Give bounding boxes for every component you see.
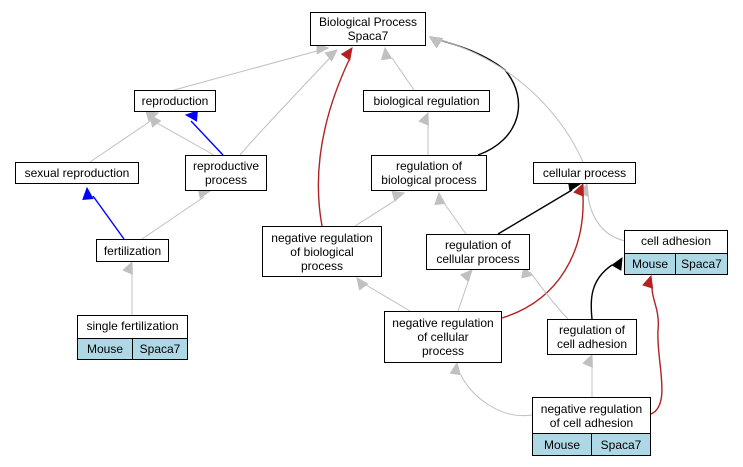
edge-fert-is-a-repprocess	[141, 196, 205, 240]
node-reproductive-process[interactable]: reproductive process	[185, 155, 267, 191]
edge-biolreg-is-a-root-arrowhead	[380, 46, 393, 61]
edge-sexrep-is-a-reproduction-arrowhead	[145, 110, 160, 122]
node-regulation-of-cellular-process[interactable]: regulation of cellular process	[426, 234, 530, 270]
node-label: negative regulation of cell adhesion	[540, 402, 643, 430]
edge-repprocess-is-a-reproduction	[154, 121, 215, 156]
edge-negadh-negreg-celladh	[650, 287, 663, 415]
edge-negadh-is-a-negcell-arrowhead	[449, 361, 461, 376]
node-label: reproduction	[141, 94, 209, 108]
annotation-species-cell[interactable]: Mouse	[532, 433, 592, 456]
edge-regbio-is-a-biolreg-arrowhead	[418, 111, 429, 126]
edge-regcell-regulates-cellproc	[497, 189, 573, 235]
node-label: regulation of cell adhesion	[556, 323, 628, 351]
edge-negcell-is-a-negbio	[365, 284, 411, 312]
species-label: Mouse	[543, 437, 581, 452]
node-negative-regulation-of-biological-process[interactable]: negative regulation of biological proces…	[262, 226, 382, 277]
node-label: biological regulation	[373, 94, 480, 108]
edge-repprocess-is-a-root	[239, 49, 338, 156]
node-label: cellular process	[542, 166, 627, 180]
edge-negcell-is-a-regcell	[457, 281, 469, 312]
edge-negadh-negreg-celladh-arrowhead	[642, 274, 654, 289]
node-label: cell adhesion	[640, 234, 712, 248]
edge-reproduction-is-a-root	[173, 47, 329, 91]
edge-fert-part-of-sexrep	[92, 195, 125, 240]
node-label: Biological Process Spaca7	[318, 15, 418, 43]
node-sexual-reproduction[interactable]: sexual reproduction	[15, 162, 139, 184]
edge-cellproc-is-a-root	[439, 39, 584, 163]
edge-negbio-negreg-root	[317, 57, 351, 227]
edge-regcell-is-a-regbio-arrowhead	[434, 191, 446, 205]
edge-regadh-regulates-celladh	[590, 264, 613, 320]
edge-negbio-is-a-regbio-arrowhead	[391, 190, 406, 202]
edge-negcell-is-a-negbio-arrowhead	[356, 277, 369, 291]
node-regulation-of-cell-adhesion[interactable]: regulation of cell adhesion	[547, 319, 637, 355]
species-label: Mouse	[631, 257, 669, 271]
node-cellular-process[interactable]: cellular process	[533, 162, 636, 184]
node-negative-regulation-of-cellular-process[interactable]: negative regulation of cellular process	[384, 311, 502, 363]
edge-negcell-negreg-cellproc-arrowhead	[573, 182, 584, 197]
species-label: Mouse	[86, 342, 124, 356]
node-label: regulation of cellular process	[436, 238, 520, 266]
edge-single-fert-is-a-fert-arrowhead	[122, 260, 133, 275]
edge-cellproc-is-a-root-arrowhead	[428, 36, 443, 49]
edge-negcell-is-a-regcell-arrowhead	[460, 269, 473, 283]
gene-label: Spaca7	[600, 437, 642, 452]
annotation-gene-cell[interactable]: Spaca7	[591, 433, 651, 456]
node-label: fertilization	[103, 243, 162, 258]
annotation-gene-cell[interactable]: Spaca7	[132, 338, 188, 360]
edge-sexrep-is-a-reproduction	[89, 119, 153, 163]
gene-label: Spaca7	[681, 257, 722, 271]
node-label: sexual reproduction	[24, 166, 130, 180]
annotation-species-cell[interactable]: Mouse	[624, 253, 676, 275]
edge-regadh-is-a-regcell	[529, 271, 569, 320]
gene-label: Spaca7	[139, 342, 181, 356]
node-reproduction[interactable]: reproduction	[134, 90, 216, 112]
edge-celladh-is-a-cellproc	[587, 195, 626, 242]
node-label: reproductive process	[192, 159, 260, 187]
edge-repprocess-part-of-reproduction	[190, 120, 224, 156]
edge-negcell-negreg-cellproc	[501, 195, 584, 319]
edge-fert-part-of-sexrep-arrowhead	[82, 186, 94, 200]
edge-negadh-is-a-regadh-arrowhead	[582, 353, 593, 368]
node-regulation-of-biological-process[interactable]: regulation of biological process	[371, 155, 487, 191]
node-biological-regulation[interactable]: biological regulation	[363, 90, 490, 112]
node-biological-process[interactable]: Biological Process Spaca7	[310, 12, 426, 46]
edge-regadh-regulates-celladh-arrowhead	[611, 256, 623, 271]
node-label: negative regulation of cellular process	[392, 316, 494, 358]
annotation-gene-cell[interactable]: Spaca7	[675, 253, 728, 275]
node-label: regulation of biological process	[381, 159, 477, 187]
edge-negadh-is-a-negcell	[460, 374, 533, 417]
node-fertilization[interactable]: fertilization	[96, 239, 169, 262]
edge-biolreg-is-a-root	[391, 57, 415, 91]
node-label: single fertilization	[86, 319, 179, 333]
edge-negbio-is-a-regbio	[354, 199, 397, 227]
edge-negbio-negreg-root-arrowhead	[340, 47, 353, 61]
edge-repprocess-part-of-reproduction-arrowhead	[184, 110, 198, 122]
node-label: negative regulation of biological proces…	[271, 230, 373, 273]
edge-regcell-is-a-regbio	[443, 202, 467, 235]
edge-repprocess-is-a-root-arrowhead	[324, 49, 338, 62]
annotation-species-cell[interactable]: Mouse	[77, 338, 133, 360]
